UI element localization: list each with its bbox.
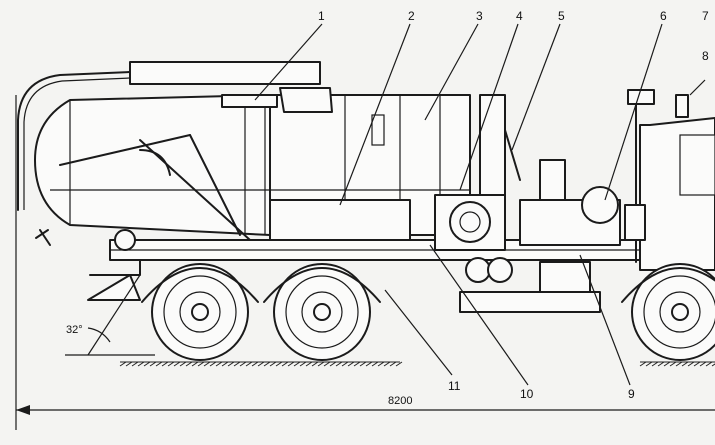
- callout-4: 4: [516, 9, 523, 23]
- wheel: [263, 263, 381, 361]
- pump-assembly: [269, 94, 621, 313]
- departure-angle-indicator: 32°: [65, 274, 155, 356]
- angle-label: 32°: [66, 324, 83, 336]
- suction-hose: [17, 71, 131, 246]
- callout-3: 3: [476, 9, 483, 23]
- callout-5: 5: [558, 9, 565, 23]
- callout-9: 9: [628, 387, 635, 401]
- callout-7: 7: [702, 9, 709, 23]
- callout-6: 6: [660, 9, 667, 23]
- ground-line: [119, 361, 715, 367]
- callout-8: 8: [702, 49, 709, 63]
- callout-2: 2: [408, 9, 415, 23]
- wheels: [141, 263, 715, 361]
- wheel: [141, 263, 259, 361]
- overall-length-dimension: 8200: [15, 95, 715, 430]
- wheel: [621, 263, 715, 361]
- callout-10: 10: [520, 387, 534, 401]
- boom-arm: [59, 61, 333, 251]
- callout-11: 11: [448, 379, 461, 393]
- callout-leaders: [254, 23, 706, 386]
- callout-1: 1: [318, 9, 325, 23]
- overall-length-label: 8200: [388, 395, 412, 407]
